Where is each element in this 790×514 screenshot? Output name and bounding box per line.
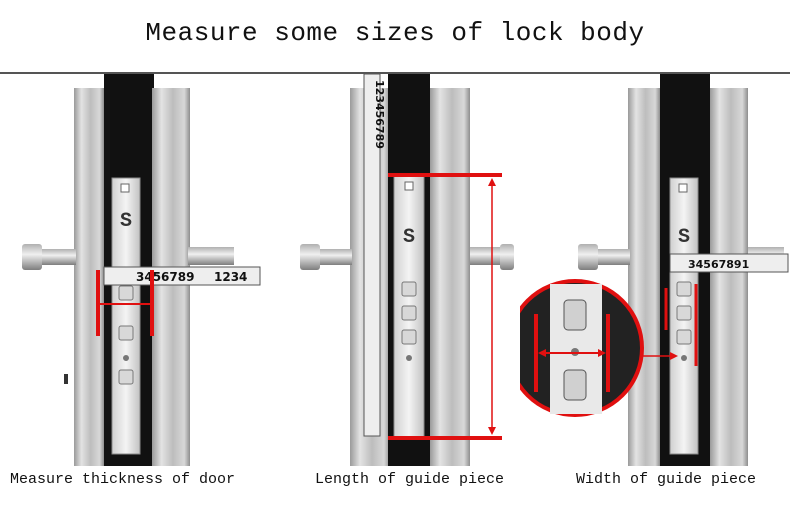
guide-mark: S [403,226,415,249]
tape-measure [363,74,381,437]
tape-digits: 3456789 [136,270,194,284]
outer-handle-plate [628,88,660,466]
handle-knob-left [22,244,42,270]
caption-guide-length: Length of guide piece [315,471,505,488]
inner-handle-plate [430,88,470,466]
handle-bar-left [320,249,352,265]
handle-knob-left [300,244,320,270]
tape-digits: 34567891 [688,258,749,271]
handle-bar-left [42,249,76,265]
handle-bar-right [470,247,500,265]
caption-door-thickness: Measure thickness of door [10,471,236,488]
tape-digits-extra: 1234 [214,270,247,284]
panel-guide-width: S 34567891 [520,74,789,466]
tape-measure [669,253,789,273]
guide-piece [111,177,141,455]
panel-guide-length: 123456789 S [300,74,514,466]
inner-handle-plate [710,88,748,466]
panel-door-thickness: S 3456789 1234 [22,74,261,466]
page-title: Measure some sizes of lock body [145,18,645,48]
tape-digits: 123456789 [373,80,386,149]
caption-guide-width: Width of guide piece [576,471,757,488]
handle-knob-left [578,244,598,270]
handle-bar-right [188,247,234,265]
handle-bar-left [598,249,630,265]
guide-mark: S [678,226,690,249]
tape-measure [103,266,261,286]
title-divider [0,72,790,74]
guide-mark: S [120,210,132,233]
